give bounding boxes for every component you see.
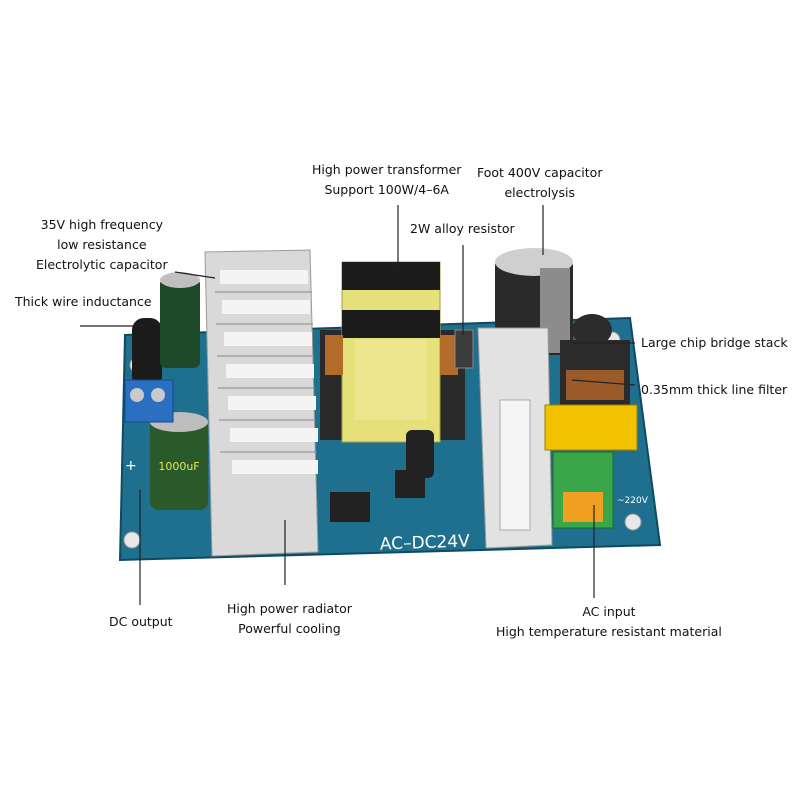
x-capacitor bbox=[544, 404, 638, 451]
right-heatsink bbox=[477, 327, 553, 549]
label-bridge-stack: Large chip bridge stack bbox=[641, 335, 788, 350]
label-inductance: Thick wire inductance bbox=[15, 294, 152, 309]
leader-lines bbox=[80, 205, 636, 605]
label-line-filter: 0.35mm thick line filter bbox=[641, 382, 788, 397]
ic-chip bbox=[395, 470, 425, 498]
label-alloy-resistor: 2W alloy resistor bbox=[410, 221, 515, 236]
thick-wire-inductance bbox=[132, 318, 162, 388]
chip bbox=[330, 492, 370, 522]
mounting-hole bbox=[123, 531, 141, 549]
line-filter bbox=[560, 314, 630, 408]
capacitor-35v bbox=[160, 272, 200, 368]
small-capacitor bbox=[406, 430, 434, 478]
label-dc-output: DC output bbox=[109, 614, 173, 629]
ac-input-terminal bbox=[552, 451, 614, 529]
terminal-plus: + bbox=[125, 458, 137, 474]
board-silkscreen: AC–DC24V bbox=[380, 531, 471, 554]
alloy-resistor bbox=[454, 329, 474, 369]
transformer bbox=[320, 261, 465, 443]
dc-output-capacitor: 1000uF bbox=[150, 412, 208, 510]
radiator bbox=[204, 249, 319, 557]
dc-output-terminal bbox=[124, 379, 174, 423]
mounting-hole bbox=[624, 513, 642, 531]
capacitor-marking: 1000uF bbox=[158, 460, 199, 473]
terminal-ac: ~220V bbox=[617, 496, 649, 506]
